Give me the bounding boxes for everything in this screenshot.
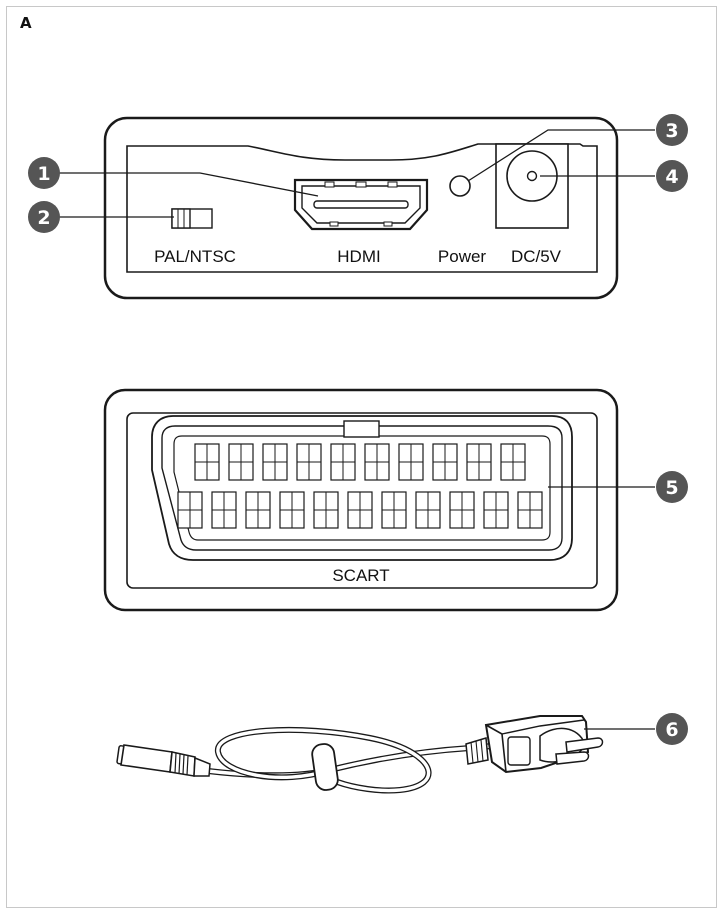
power-led <box>449 175 471 197</box>
callout-3-number: 3 <box>665 120 678 142</box>
leader-lines <box>58 129 655 730</box>
scart-label: SCART <box>332 566 389 585</box>
dc-barrel-plug <box>116 744 211 777</box>
callout-5: 5 <box>656 471 688 503</box>
pal-ntsc-label: PAL/NTSC <box>154 247 236 266</box>
scart-socket[interactable] <box>151 415 573 561</box>
page-frame <box>6 6 717 908</box>
dc-label: DC/5V <box>511 247 562 266</box>
callout-6: 6 <box>656 713 688 745</box>
dc-jack[interactable] <box>495 143 569 229</box>
section-letter: A <box>20 14 32 32</box>
callout-2: 2 <box>28 201 60 233</box>
power-adapter <box>116 715 604 794</box>
pal-ntsc-switch[interactable] <box>171 208 213 229</box>
scart-pins <box>177 443 543 529</box>
callout-6-number: 6 <box>665 719 678 741</box>
hdmi-label: HDMI <box>337 247 380 266</box>
callout-4: 4 <box>656 160 688 192</box>
wall-adapter <box>465 715 604 774</box>
callout-4-number: 4 <box>665 166 678 188</box>
back-panel: SCART <box>103 388 619 612</box>
callout-2-number: 2 <box>37 207 50 229</box>
callout-1: 1 <box>28 157 60 189</box>
callout-1-number: 1 <box>37 163 50 185</box>
callout-3: 3 <box>656 114 688 146</box>
callout-5-number: 5 <box>665 477 678 499</box>
power-label: Power <box>438 247 487 266</box>
hdmi-port[interactable] <box>293 178 429 231</box>
front-panel: PAL/NTSC HDMI Power DC/5V <box>103 116 619 300</box>
